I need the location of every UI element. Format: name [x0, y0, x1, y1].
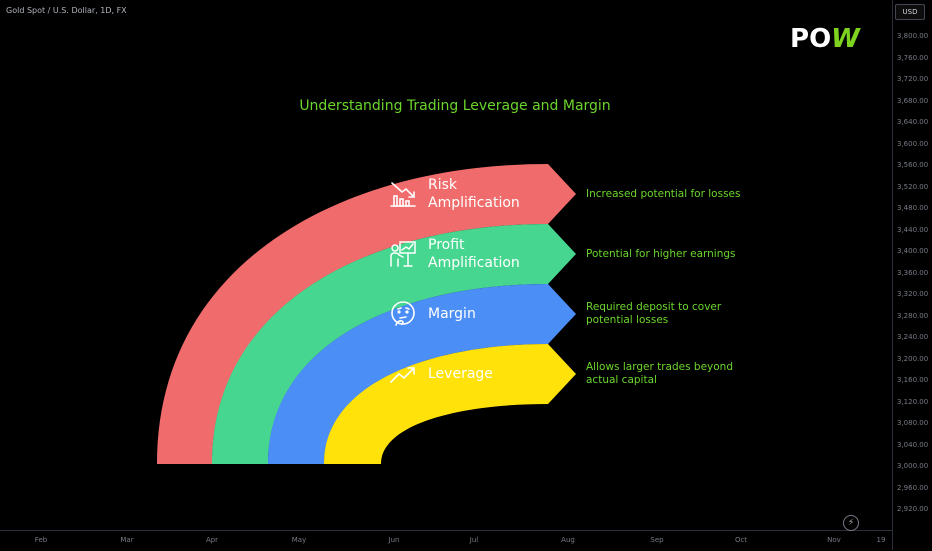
price-tick-label: 3,640.00: [897, 118, 929, 126]
price-tick-label: 3,160.00: [897, 376, 929, 384]
price-tick-label: 3,480.00: [897, 204, 929, 212]
band-description-line: Potential for higher earnings: [586, 247, 736, 260]
band-description-line: Required deposit to cover: [586, 301, 722, 313]
band-description-line: actual capital: [586, 374, 657, 386]
time-tick-label: Feb: [34, 536, 48, 544]
lightning-icon[interactable]: ⚡: [843, 515, 859, 531]
price-tick-label: 3,680.00: [897, 96, 929, 105]
time-tick-label: Jun: [388, 536, 400, 544]
price-tick-label: 3,080.00: [897, 419, 929, 427]
band-description-line: Increased potential for losses: [586, 187, 741, 200]
price-tick-label: 3,520.00: [897, 182, 929, 191]
band-label-line: Risk: [428, 177, 458, 193]
price-tick-label: 3,760.00: [897, 53, 929, 62]
price-tick-label: 3,280.00: [897, 311, 929, 320]
presenter-chart-icon: [388, 239, 418, 269]
logo-text: POW: [790, 24, 861, 52]
band-label: Leverage: [428, 365, 493, 383]
band-description-line: potential losses: [586, 314, 669, 326]
price-tick-label: 2,920.00: [897, 505, 929, 513]
price-tick-label: 3,720.00: [897, 75, 929, 83]
time-tick-label: Jul: [469, 536, 479, 544]
diagram-title: Understanding Trading Leverage and Margi…: [299, 98, 611, 114]
price-tick-label: 3,200.00: [897, 354, 929, 363]
time-tick-label: Oct: [734, 536, 748, 544]
time-axis[interactable]: [0, 530, 892, 551]
price-tick-label: 3,800.00: [897, 32, 929, 40]
band-shape: [268, 284, 576, 464]
time-tick-label: Apr: [205, 536, 219, 544]
time-tick-label: 19: [876, 536, 886, 544]
price-tick-label: 3,320.00: [897, 290, 929, 298]
band-shape: [157, 164, 576, 464]
price-tick-label: 3,360.00: [897, 268, 929, 277]
band-shape: [324, 344, 576, 464]
price-tick-label: 3,000.00: [897, 462, 929, 470]
time-tick-label: Aug: [561, 536, 575, 544]
time-tick-label: Nov: [827, 536, 841, 544]
time-tick-label: May: [291, 536, 307, 544]
currency-button[interactable]: USD: [895, 4, 925, 20]
price-axis[interactable]: [892, 0, 932, 550]
time-tick-label: Sep: [650, 536, 664, 544]
time-tick-label: Mar: [120, 536, 134, 544]
price-tick-label: 3,040.00: [897, 440, 929, 449]
band-label-line: Amplification: [428, 255, 520, 271]
band-label-line: Profit: [428, 237, 465, 253]
band-description-line: Allows larger trades beyond: [586, 361, 733, 373]
price-tick-label: 3,120.00: [897, 397, 929, 406]
band-label-line: Margin: [428, 306, 476, 322]
band-description: Potential for higher earnings: [586, 248, 736, 261]
price-tick-label: 3,600.00: [897, 139, 929, 148]
price-tick-label: 2,960.00: [897, 483, 929, 492]
chart-down-icon: [388, 179, 418, 209]
band-label-line: Amplification: [428, 195, 520, 211]
trend-up-icon: [388, 359, 418, 389]
band-shape: [212, 224, 576, 464]
band-description: Increased potential for losses: [586, 188, 740, 201]
chart-symbol-title[interactable]: Gold Spot / U.S. Dollar, 1D, FX: [6, 6, 127, 15]
pow-logo: POW: [790, 24, 861, 52]
thinking-face-icon: [388, 299, 418, 329]
price-tick-label: 3,400.00: [897, 247, 929, 255]
price-tick-label: 3,240.00: [897, 333, 929, 341]
band-label-line: Leverage: [428, 366, 493, 382]
price-tick-label: 3,440.00: [897, 225, 929, 234]
band-label: Margin: [428, 305, 476, 323]
price-tick-label: 3,560.00: [897, 161, 929, 169]
